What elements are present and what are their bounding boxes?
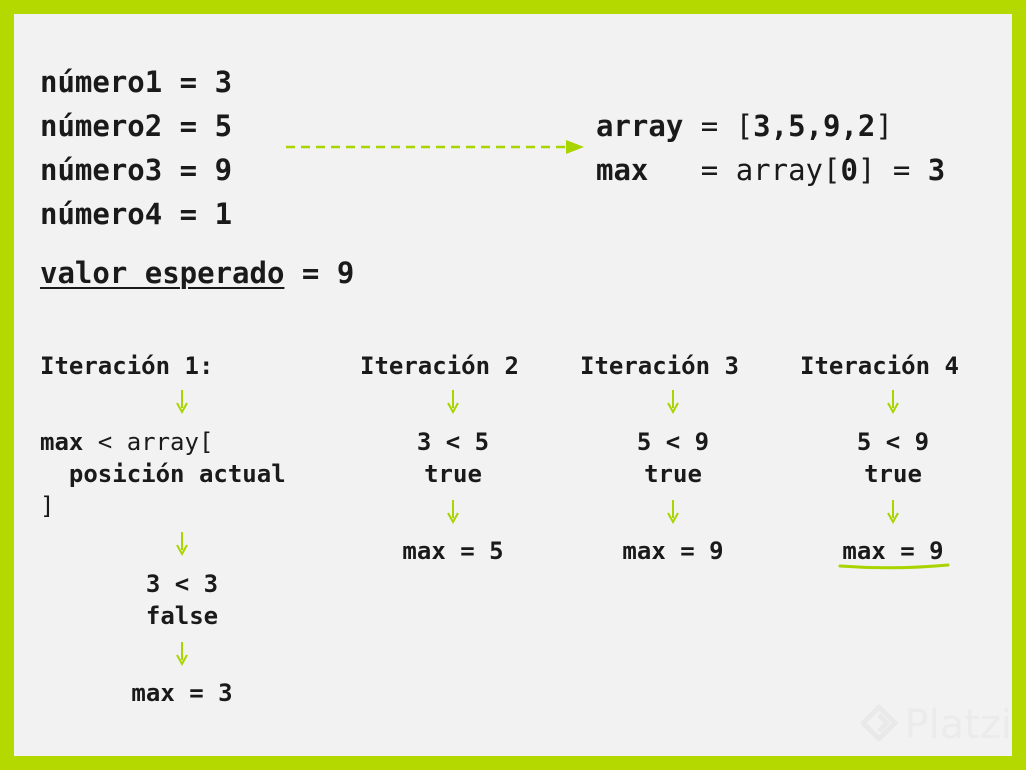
down-arrow-icon <box>667 390 679 415</box>
var-numero3: número3 = 9 <box>40 153 233 187</box>
down-arrow-icon <box>667 500 679 525</box>
condition-max-keyword: max <box>40 428 84 456</box>
iteration-3-output: max = 9 <box>622 537 724 565</box>
iteration-2-title: Iteración 2 <box>360 352 519 380</box>
down-arrow-icon <box>176 532 188 557</box>
iteration-4-title: Iteración 4 <box>800 352 959 380</box>
iteration-1-condition-line2: posición actual <box>40 460 286 488</box>
max-index: 0 <box>840 153 858 187</box>
var-numero4: número4 = 1 <box>40 197 233 231</box>
condition-array-open: < array[ <box>83 428 214 456</box>
array-open: = [ <box>683 109 754 143</box>
down-arrow-icon <box>176 642 188 667</box>
iteration-2-output: max = 5 <box>402 537 504 565</box>
iteration-3-title: Iteración 3 <box>580 352 739 380</box>
max-value: 3 <box>927 153 946 187</box>
iteration-1-condition-line1: max < array[ <box>40 430 213 454</box>
array-values: 3,5,9,2 <box>753 109 876 143</box>
iteration-2-comparison: 3 < 5 <box>416 428 490 456</box>
platzi-logo-icon <box>860 704 898 742</box>
max-array-close: ] = <box>857 153 928 187</box>
platzi-watermark: Platzi <box>858 702 1012 748</box>
iteration-3-result: true <box>644 460 702 488</box>
array-keyword: array <box>596 109 684 143</box>
max-declaration: max = array[0] = 3 <box>596 156 945 185</box>
dashed-arrow <box>286 140 584 154</box>
iteration-1-title: Iteración 1: <box>40 352 214 380</box>
expected-label: valor esperado <box>40 256 285 290</box>
max-array-open: = array[ <box>648 153 841 187</box>
watermark-text: Platzi <box>904 702 1012 748</box>
iteration-2-result: true <box>424 460 482 488</box>
iteration-4-comparison: 5 < 9 <box>856 428 930 456</box>
iteration-4-result: true <box>864 460 922 488</box>
array-close: ] <box>875 109 893 143</box>
iteration-1-condition-line3: ] <box>40 492 55 520</box>
down-arrow-icon <box>176 390 188 415</box>
var-numero1: número1 = 3 <box>40 65 233 99</box>
diagram-canvas: número1 = 3 número2 = 5 número3 = 9 núme… <box>14 14 1012 756</box>
expected-value: valor esperado = 9 <box>40 259 354 288</box>
down-arrow-icon <box>447 500 459 525</box>
final-result-underline <box>838 563 950 570</box>
down-arrow-icon <box>447 390 459 415</box>
var-numero2: número2 = 5 <box>40 109 233 143</box>
iteration-1-result: false <box>145 602 219 630</box>
array-declaration: array = [3,5,9,2] <box>596 112 893 141</box>
iteration-1-output: max = 3 <box>131 679 233 707</box>
max-keyword: max <box>596 153 649 187</box>
expected-rest: = 9 <box>284 256 355 290</box>
down-arrow-icon <box>887 390 899 415</box>
iteration-3-comparison: 5 < 9 <box>636 428 710 456</box>
down-arrow-icon <box>887 500 899 525</box>
iteration-1-comparison: 3 < 3 <box>145 570 219 598</box>
iteration-4-output: max = 9 <box>842 537 944 565</box>
